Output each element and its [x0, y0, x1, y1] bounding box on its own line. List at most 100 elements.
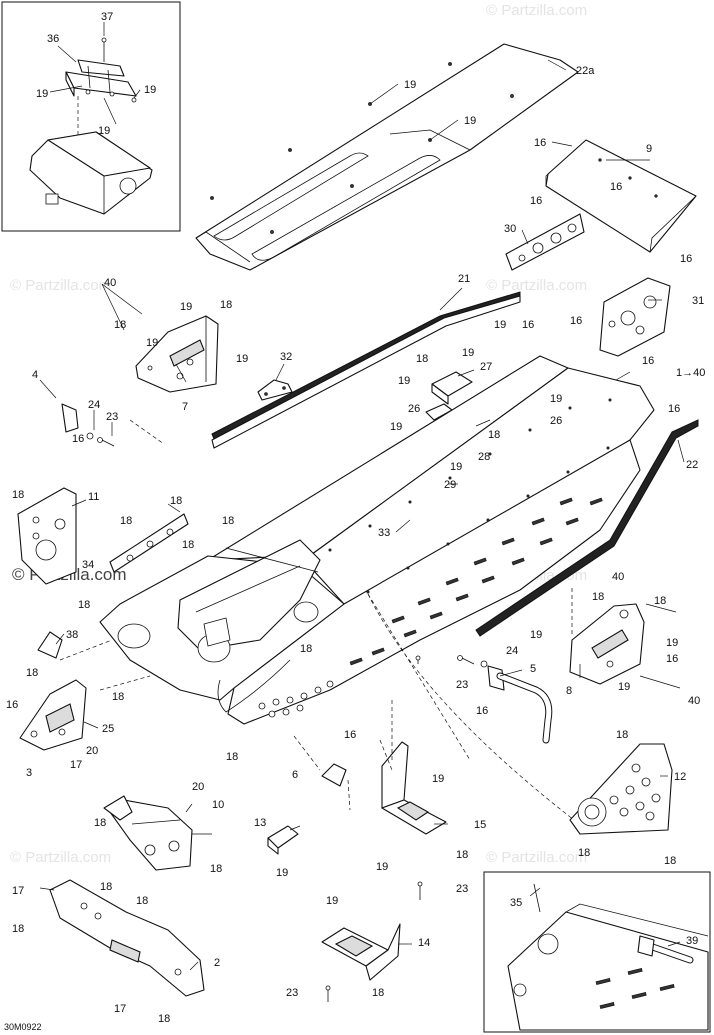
callout-19-panel-b: 19 [464, 115, 476, 127]
floor-holes [258, 680, 334, 718]
leader-lines [39, 22, 685, 971]
callout-23-c: 23 [456, 883, 468, 895]
callout-19-inset-a: 19 [36, 88, 48, 100]
callout-19-bracket-b: 19 [146, 337, 158, 349]
callout-22a: 22a [576, 65, 595, 77]
callout-26-a: 26 [408, 403, 420, 415]
callout-1-40: 1→40 [676, 367, 705, 379]
watermark-bottom-left: © Partzilla.com [10, 849, 111, 866]
part-31-plate [599, 277, 671, 357]
callout-16-a: 16 [534, 137, 546, 149]
callout-17-c: 17 [114, 1003, 126, 1015]
callout-19-t: 19 [276, 867, 288, 879]
callout-19-panel-a: 19 [404, 79, 416, 91]
callout-19-27a: 19 [462, 347, 474, 359]
part-9-plate [545, 139, 697, 253]
callout-18-i: 18 [182, 539, 194, 551]
callout-18-s: 18 [456, 849, 468, 861]
callout-5: 5 [530, 663, 536, 675]
callout-19-bracket-a: 19 [180, 301, 192, 313]
callout-32: 32 [280, 351, 292, 363]
callout-19-inset-b: 19 [144, 84, 156, 96]
callout-33: 33 [378, 527, 390, 539]
callout-18-c: 18 [416, 353, 428, 365]
part-32-bracket [257, 379, 293, 401]
callout-38: 38 [66, 629, 78, 641]
callout-20-a: 20 [86, 745, 98, 757]
callout-19-o: 19 [530, 629, 542, 641]
watermark-bottom-right: © Partzilla.com [486, 849, 587, 866]
callout-16-i: 16 [668, 403, 680, 415]
callout-16-g: 16 [642, 355, 654, 367]
callout-16-j: 16 [666, 653, 678, 665]
part-21-rail [211, 291, 521, 449]
callout-29: 29 [444, 479, 456, 491]
callout-15: 15 [474, 819, 486, 831]
callout-40-b: 40 [612, 571, 624, 583]
fasteners [86, 432, 488, 1002]
part-38-bracket [37, 631, 63, 659]
callout-18-j: 18 [78, 599, 90, 611]
callout-19-m: 19 [390, 421, 402, 433]
callout-19-26: 19 [550, 393, 562, 405]
callout-19-32: 19 [236, 353, 248, 365]
callout-18-bottom: 18 [158, 1013, 170, 1025]
callout-24-a: 24 [88, 399, 100, 411]
callout-31: 31 [692, 295, 704, 307]
figure-code: 30M0922 [4, 1022, 42, 1032]
plate-12-holes [609, 763, 661, 821]
callout-16-l: 16 [6, 699, 18, 711]
callout-11: 11 [88, 491, 99, 503]
callout-18-l: 18 [654, 595, 666, 607]
callout-39: 39 [686, 935, 698, 947]
callout-18-y-left: 18 [12, 923, 24, 935]
inset-box-top-left [1, 1, 181, 232]
callout-19-27b: 19 [398, 375, 410, 387]
callout-16-c: 16 [530, 195, 542, 207]
part-6-clip [321, 763, 347, 787]
callout-8: 8 [566, 685, 572, 697]
callout-3: 3 [26, 767, 32, 779]
inset-top-left-parts [29, 37, 153, 215]
callout-19-s: 19 [376, 861, 388, 873]
callout-23-d: 23 [286, 987, 298, 999]
callout-36: 36 [47, 33, 59, 45]
part-15-bracket [381, 741, 447, 835]
callout-12: 12 [674, 771, 686, 783]
inset-box-bottom-right [483, 871, 711, 1033]
callout-37: 37 [101, 11, 113, 23]
callout-18-v: 18 [100, 881, 112, 893]
callout-17-a: 17 [70, 759, 82, 771]
callout-18-z-right: 18 [372, 987, 384, 999]
part-12-plate [569, 743, 673, 835]
callout-30: 30 [504, 223, 516, 235]
callout-9: 9 [646, 143, 652, 155]
callout-35: 35 [510, 897, 522, 909]
callout-21: 21 [458, 273, 470, 285]
callout-18-e: 18 [12, 489, 24, 501]
callout-10: 10 [212, 799, 224, 811]
callout-24-b: 24 [506, 645, 518, 657]
watermark-right: © Partzilla.com [486, 277, 587, 294]
floor-slots [349, 497, 603, 666]
callout-40-c: 40 [688, 695, 700, 707]
part-7-bracket [135, 315, 219, 393]
part-13-bracket [267, 825, 299, 855]
callout-19-q: 19 [618, 681, 630, 693]
frame-rivets [328, 398, 612, 594]
callout-40-a: 40 [104, 277, 116, 289]
callout-16-h: 16 [72, 433, 84, 445]
callout-labels: 37 36 19 19 19 22a 19 19 16 9 16 16 30 1… [6, 11, 705, 1025]
callout-13: 13 [254, 817, 266, 829]
callout-23-b: 23 [456, 679, 468, 691]
callout-27: 27 [480, 361, 492, 373]
callout-18-p: 18 [226, 751, 238, 763]
callout-2: 2 [214, 957, 220, 969]
callout-18-f: 18 [170, 495, 182, 507]
callout-18-k: 18 [592, 591, 604, 603]
callout-14: 14 [418, 937, 430, 949]
callout-20-b: 20 [192, 781, 204, 793]
callout-18-x: 18 [136, 895, 148, 907]
callout-7: 7 [182, 401, 188, 413]
